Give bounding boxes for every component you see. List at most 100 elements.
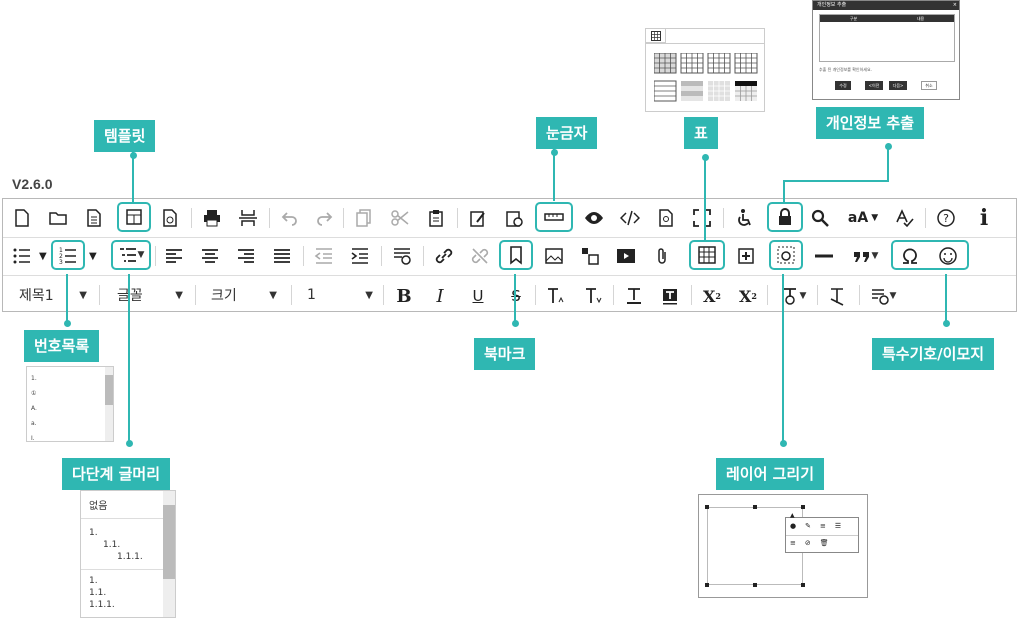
multilevel-list-icon[interactable]: ▼ — [111, 240, 151, 270]
numbered-option[interactable]: ① — [31, 390, 37, 397]
paste-check-icon[interactable] — [499, 203, 529, 233]
line-height-select[interactable]: 1▼ — [307, 287, 373, 303]
print-icon[interactable] — [197, 203, 227, 233]
bold-button[interactable]: B — [396, 285, 412, 307]
image-icon[interactable] — [539, 241, 569, 271]
no-fill-icon[interactable]: ⊘ — [804, 539, 811, 547]
page-break-icon[interactable] — [233, 203, 263, 233]
omega-icon[interactable] — [895, 241, 925, 271]
emoji-icon[interactable] — [933, 241, 963, 271]
indent-icon[interactable] — [345, 241, 375, 271]
bullet-list-icon[interactable] — [7, 241, 37, 271]
new-document-icon[interactable] — [7, 203, 37, 233]
undo-icon[interactable] — [275, 203, 305, 233]
blockquote-icon[interactable]: ▼ — [845, 241, 885, 271]
privacy-prev-button[interactable]: <이전 — [865, 81, 883, 90]
redo-icon[interactable] — [309, 203, 339, 233]
multilevel-option-1[interactable]: 1. 1.1. 1.1.1. — [89, 528, 143, 562]
privacy-cancel-button[interactable]: 취소 — [921, 81, 937, 90]
pen-icon[interactable]: ✎ — [805, 522, 811, 530]
privacy-edit-button[interactable]: 수정 — [835, 81, 851, 90]
align-left-icon[interactable] — [159, 241, 189, 271]
align-justify-icon[interactable] — [267, 241, 297, 271]
ruler-icon[interactable] — [535, 202, 573, 232]
info-icon[interactable]: i — [979, 205, 989, 231]
italic-button[interactable]: I — [436, 285, 444, 307]
bookmark-icon[interactable] — [499, 240, 533, 270]
svg-text:?: ? — [943, 212, 949, 225]
open-folder-icon[interactable] — [43, 203, 73, 233]
unlink-icon[interactable] — [465, 241, 495, 271]
strikethrough-button[interactable]: S — [511, 287, 521, 305]
font-size-up-icon[interactable] — [541, 281, 571, 311]
find-document-icon[interactable] — [651, 203, 681, 233]
align-right-icon[interactable] — [231, 241, 261, 271]
paste-icon[interactable] — [421, 203, 451, 233]
table-icon[interactable] — [689, 240, 725, 270]
image-gallery-icon[interactable] — [575, 241, 605, 271]
autosave-icon[interactable] — [155, 203, 185, 233]
multilevel-none-option[interactable]: 없음 — [81, 491, 163, 519]
clear-format-icon[interactable] — [823, 281, 853, 311]
line-style-icon[interactable]: ≡ — [819, 522, 826, 530]
outdent-icon[interactable] — [309, 241, 339, 271]
table-style-grid[interactable] — [654, 53, 758, 105]
fill-icon[interactable]: ● — [790, 522, 797, 530]
heading-select[interactable]: 제목1▼ — [19, 283, 87, 307]
spellcheck-icon[interactable] — [889, 203, 919, 233]
privacy-lock-icon[interactable] — [767, 202, 803, 232]
clear-style-icon[interactable]: ▼ — [773, 281, 813, 311]
background-color-icon[interactable] — [655, 281, 685, 311]
font-size-down-icon[interactable] — [579, 281, 609, 311]
fullscreen-icon[interactable] — [687, 203, 717, 233]
font-case-button[interactable]: aA▼ — [847, 210, 879, 226]
link-icon[interactable] — [429, 241, 459, 271]
numbered-option[interactable]: A. — [31, 405, 37, 412]
attachment-icon[interactable] — [647, 241, 677, 271]
source-code-icon[interactable] — [615, 203, 645, 233]
multilevel-option-2[interactable]: 1. 1.1. 1.1.1. — [89, 576, 115, 610]
paragraph-format-icon[interactable] — [387, 241, 417, 271]
layer-draw-icon[interactable] — [769, 240, 803, 270]
preview-eye-icon[interactable] — [579, 203, 609, 233]
privacy-next-button[interactable]: 다음> — [889, 81, 907, 90]
numbered-option[interactable]: 1. — [31, 375, 37, 382]
horizontal-rule-icon[interactable] — [809, 241, 839, 271]
paste-format-icon[interactable] — [463, 203, 493, 233]
template-icon[interactable] — [117, 202, 151, 232]
table-tab-icon[interactable] — [646, 29, 666, 43]
layer-toolbar-popup: ▲ ● ✎ ≡ ☰ ≡ ⊘ 🗑 — [785, 512, 859, 553]
search-icon[interactable] — [805, 203, 835, 233]
font-color-icon[interactable] — [619, 281, 649, 311]
align-icon[interactable]: ≡ — [790, 539, 796, 547]
privacy-result-table: 구분 내용 — [819, 14, 955, 62]
numbered-option[interactable]: a. — [31, 420, 37, 427]
cut-icon[interactable] — [385, 203, 415, 233]
svg-text:2: 2 — [59, 253, 63, 260]
close-icon[interactable]: × — [952, 2, 957, 8]
numbered-option[interactable]: I. — [31, 435, 35, 442]
help-icon[interactable]: ? — [931, 203, 961, 233]
border-style-icon[interactable]: ☰ — [834, 522, 842, 530]
size-select[interactable]: 크기▼ — [211, 283, 277, 307]
copy-icon[interactable] — [349, 203, 379, 233]
privacy-col-category: 구분 — [849, 16, 858, 21]
format-painter-icon[interactable]: ▼ — [863, 281, 903, 311]
font-select[interactable]: 글꼴▼ — [117, 283, 183, 307]
svg-text:1: 1 — [59, 247, 63, 254]
label-layer-draw: 레이어 그리기 — [716, 458, 825, 490]
delete-icon[interactable]: 🗑 — [819, 539, 829, 547]
scrollbar[interactable] — [163, 491, 175, 617]
underline-button[interactable]: U — [472, 287, 484, 305]
privacy-dialog: 개인정보 추출 × 구분 내용 추출 된 개인정보를 확인하세요. 수정 <이전… — [812, 0, 960, 100]
align-center-icon[interactable] — [195, 241, 225, 271]
document-icon[interactable] — [79, 203, 109, 233]
scrollbar[interactable] — [105, 367, 113, 441]
video-icon[interactable] — [611, 241, 641, 271]
insert-box-icon[interactable] — [731, 241, 761, 271]
accessibility-icon[interactable] — [729, 203, 759, 233]
privacy-col-content: 내용 — [916, 16, 925, 21]
